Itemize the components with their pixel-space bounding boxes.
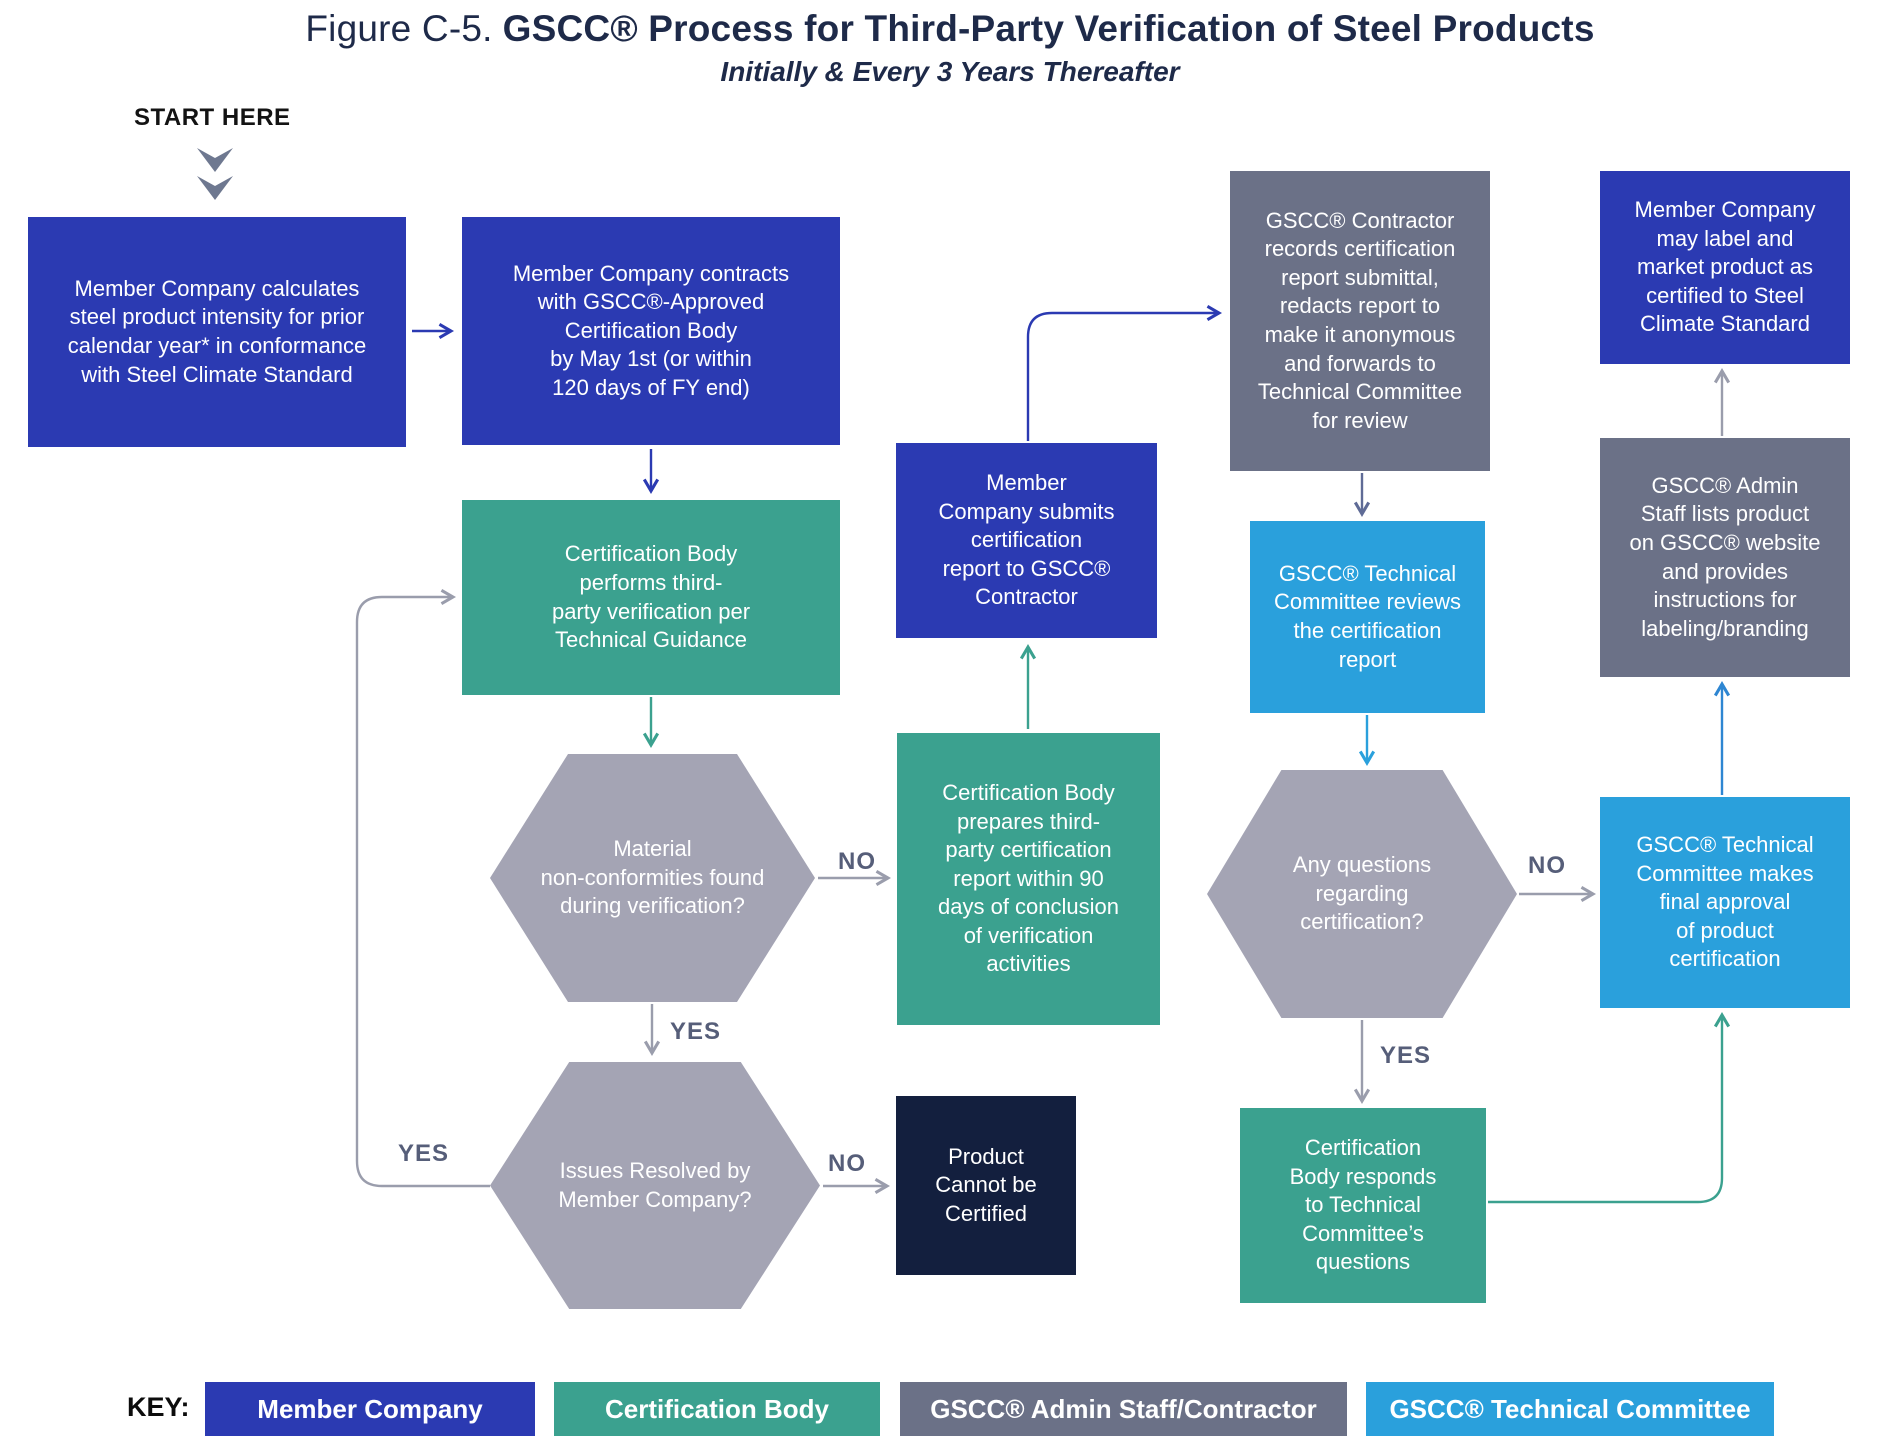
node-text: GSCC® Technical Committee makes final ap… bbox=[1636, 832, 1814, 972]
start-chevron-icon bbox=[197, 148, 233, 172]
decision-text: Any questions regarding certification? bbox=[1292, 852, 1432, 935]
legend-key-label: KEY: bbox=[127, 1392, 190, 1422]
node-certbody-performs: Certification Body performs third- party… bbox=[462, 500, 840, 695]
node-final-approval: GSCC® Technical Committee makes final ap… bbox=[1600, 797, 1850, 1008]
node-text: Certification Body prepares third- party… bbox=[938, 779, 1119, 977]
legend-technical-committee: GSCC® Technical Committee bbox=[1366, 1382, 1774, 1436]
branch-label-yes: YES bbox=[670, 1018, 722, 1045]
node-text: Certification Body responds to Technical… bbox=[1289, 1135, 1437, 1275]
node-committee-reviews: GSCC® Technical Committee reviews the ce… bbox=[1250, 521, 1485, 713]
node-text: Member Company may label and market prod… bbox=[1634, 197, 1816, 337]
legend-label: Member Company bbox=[257, 1393, 483, 1424]
node-text: GSCC® Admin Staff lists product on GSCC®… bbox=[1629, 472, 1821, 641]
node-text: GSCC® Contractor records certification r… bbox=[1257, 207, 1463, 433]
node-text: Member Company contracts with GSCC®-Appr… bbox=[512, 260, 790, 400]
start-here-label: START HERE bbox=[134, 104, 291, 131]
legend-label: GSCC® Technical Committee bbox=[1389, 1393, 1751, 1424]
decision-text: Issues Resolved by Member Company? bbox=[558, 1157, 752, 1212]
node-member-submits: Member Company submits certification rep… bbox=[896, 443, 1157, 638]
branch-label-no: NO bbox=[1528, 852, 1566, 879]
node-text: GSCC® Technical Committee reviews the ce… bbox=[1273, 560, 1462, 672]
figure-subtitle: Initially & Every 3 Years Thereafter bbox=[720, 56, 1180, 87]
arrow-responds-to-final-approval bbox=[1488, 1011, 1731, 1204]
node-text: Certification Body performs third- party… bbox=[551, 541, 751, 653]
node-text: Product Cannot be Certified bbox=[935, 1143, 1037, 1226]
figure-title: Figure C-5.GSCC® Process for Third-Party… bbox=[0, 8, 1900, 50]
node-contractor-records: GSCC® Contractor records certification r… bbox=[1230, 171, 1490, 471]
branch-label-yes: YES bbox=[398, 1140, 450, 1167]
node-member-may-label: Member Company may label and market prod… bbox=[1600, 171, 1850, 364]
node-member-calculates: Member Company calculates steel product … bbox=[28, 217, 406, 447]
node-certbody-prepares: Certification Body prepares third- party… bbox=[897, 733, 1160, 1025]
node-admin-lists: GSCC® Admin Staff lists product on GSCC®… bbox=[1600, 438, 1850, 677]
legend-admin-staff-contractor: GSCC® Admin Staff/Contractor bbox=[900, 1382, 1347, 1436]
decision-nonconformities: Material non-conformities found during v… bbox=[490, 754, 815, 1002]
node-certbody-responds: Certification Body responds to Technical… bbox=[1240, 1108, 1486, 1303]
legend-member-company: Member Company bbox=[205, 1382, 535, 1436]
decision-issues-resolved: Issues Resolved by Member Company? bbox=[490, 1062, 820, 1309]
legend-label: GSCC® Admin Staff/Contractor bbox=[930, 1393, 1317, 1424]
branch-label-no: NO bbox=[828, 1150, 866, 1177]
arrow-submits-to-contractor-records bbox=[1026, 304, 1223, 441]
figure-label: Figure C-5. bbox=[305, 8, 493, 49]
figure-title-main: GSCC® Process for Third-Party Verificati… bbox=[502, 8, 1595, 49]
node-text: Member Company submits certification rep… bbox=[938, 470, 1115, 610]
branch-label-yes: YES bbox=[1380, 1042, 1432, 1069]
decision-any-questions: Any questions regarding certification? bbox=[1207, 770, 1517, 1018]
node-member-contracts: Member Company contracts with GSCC®-Appr… bbox=[462, 217, 840, 445]
node-text: Member Company calculates steel product … bbox=[67, 275, 367, 387]
branch-label-no: NO bbox=[838, 848, 876, 875]
start-chevron-icon bbox=[197, 176, 233, 200]
legend-label: Certification Body bbox=[605, 1393, 829, 1424]
node-cannot-certify: Product Cannot be Certified bbox=[896, 1096, 1076, 1275]
legend-certification-body: Certification Body bbox=[554, 1382, 880, 1436]
decision-text: Material non-conformities found during v… bbox=[540, 836, 765, 919]
